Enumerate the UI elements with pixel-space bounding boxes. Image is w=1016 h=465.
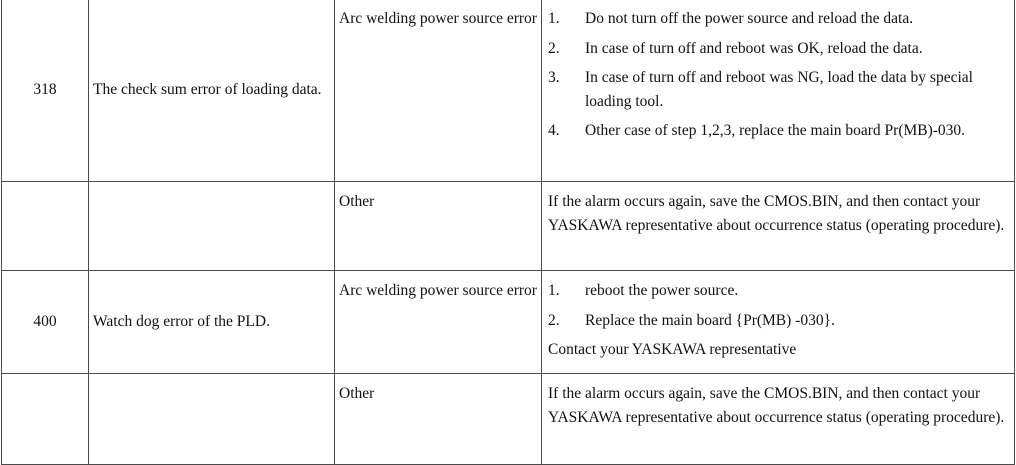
alarm-code: 400 xyxy=(1,270,89,374)
step-number: 3. xyxy=(548,69,560,86)
alarm-code: 318 xyxy=(1,0,89,182)
step-text: In case of turn off and reboot was NG, l… xyxy=(585,69,973,110)
step-number: 4. xyxy=(548,122,560,139)
step-text: Other case of step 1,2,3, replace the ma… xyxy=(585,122,966,139)
alarm-meaning xyxy=(88,181,335,271)
alarm-cause: Other xyxy=(334,373,542,465)
alarm-meaning: The check sum error of loading data. xyxy=(88,0,335,182)
remedy-steps: 1. reboot the power source. 2. Replace t… xyxy=(548,279,1008,332)
alarm-code xyxy=(1,181,89,271)
alarm-remedy: 1. Do not turn off the power source and … xyxy=(541,0,1015,182)
remedy-step: 2. In case of turn off and reboot was OK… xyxy=(548,37,1008,61)
alarm-meaning: Watch dog error of the PLD. xyxy=(88,270,335,374)
remedy-steps: 1. Do not turn off the power source and … xyxy=(548,7,1008,143)
remedy-step: 1. Do not turn off the power source and … xyxy=(548,7,1008,31)
remedy-step: 2. Replace the main board {Pr(MB) -030}. xyxy=(548,309,1008,333)
alarm-remedy: If the alarm occurs again, save the CMOS… xyxy=(541,181,1015,271)
alarm-meaning xyxy=(88,373,335,465)
remedy-step: 1. reboot the power source. xyxy=(548,279,1008,303)
remedy-step: 4. Other case of step 1,2,3, replace the… xyxy=(548,119,1008,143)
table-row: 400 Watch dog error of the PLD. Arc weld… xyxy=(1,270,1015,374)
alarm-cause: Other xyxy=(334,181,542,271)
table-row: 318 The check sum error of loading data.… xyxy=(1,0,1015,182)
step-number: 1. xyxy=(548,282,560,299)
alarm-code xyxy=(1,373,89,465)
remedy-note: Contact your YASKAWA representative xyxy=(548,341,797,358)
alarm-remedy: If the alarm occurs again, save the CMOS… xyxy=(541,373,1015,465)
alarm-remedy: 1. reboot the power source. 2. Replace t… xyxy=(541,270,1015,374)
alarm-cause: Arc welding power source error xyxy=(334,0,542,182)
remedy-step: 3. In case of turn off and reboot was NG… xyxy=(548,66,1008,113)
step-text: Replace the main board {Pr(MB) -030}. xyxy=(585,311,835,329)
step-text: reboot the power source. xyxy=(585,282,739,299)
alarm-cause: Arc welding power source error xyxy=(334,270,542,374)
step-number: 1. xyxy=(548,10,560,27)
step-text: In case of turn off and reboot was OK, r… xyxy=(585,39,923,57)
table-row: Other If the alarm occurs again, save th… xyxy=(1,181,1015,271)
step-number: 2. xyxy=(548,39,560,57)
step-number: 2. xyxy=(548,311,560,329)
table-row: Other If the alarm occurs again, save th… xyxy=(1,373,1015,465)
step-text: Do not turn off the power source and rel… xyxy=(585,10,914,27)
